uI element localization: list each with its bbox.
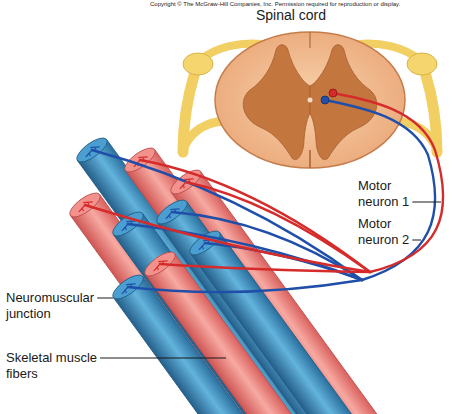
structure-label: Skeletal muscle fibers — [6, 350, 110, 382]
gray-matter — [243, 45, 377, 160]
motor-axons — [85, 93, 443, 292]
cell-body — [321, 96, 329, 104]
motor-neuron-1-axon — [85, 93, 443, 272]
structure-label: Neuromuscular junction — [6, 290, 110, 322]
leader-line — [412, 240, 421, 241]
gray-matter-left — [243, 45, 310, 160]
dorsal-root-ganglion — [407, 53, 437, 75]
muscle-fiber — [109, 271, 389, 414]
leader-lines — [97, 202, 441, 358]
motor-neuron-2-axon — [92, 100, 435, 292]
cell-body — [329, 89, 337, 97]
structure-label: Motor neuron 2 — [358, 216, 422, 248]
structure-label: Motor neuron 1 — [358, 178, 422, 210]
copyright-note: Copyright © The McGraw-Hill Companies, I… — [150, 0, 400, 8]
muscle-fibers — [66, 134, 466, 414]
central-canal — [308, 98, 313, 103]
dorsal-root-ganglion — [183, 53, 213, 75]
leader-line — [412, 202, 441, 203]
spinal-cord — [215, 32, 405, 168]
median-sulcus — [310, 32, 311, 48]
median-fissure — [309, 150, 311, 168]
leader-line — [97, 298, 113, 299]
leader-line — [100, 358, 226, 359]
structure-label: Spinal cord — [256, 6, 326, 24]
gray-matter-right — [310, 45, 377, 160]
